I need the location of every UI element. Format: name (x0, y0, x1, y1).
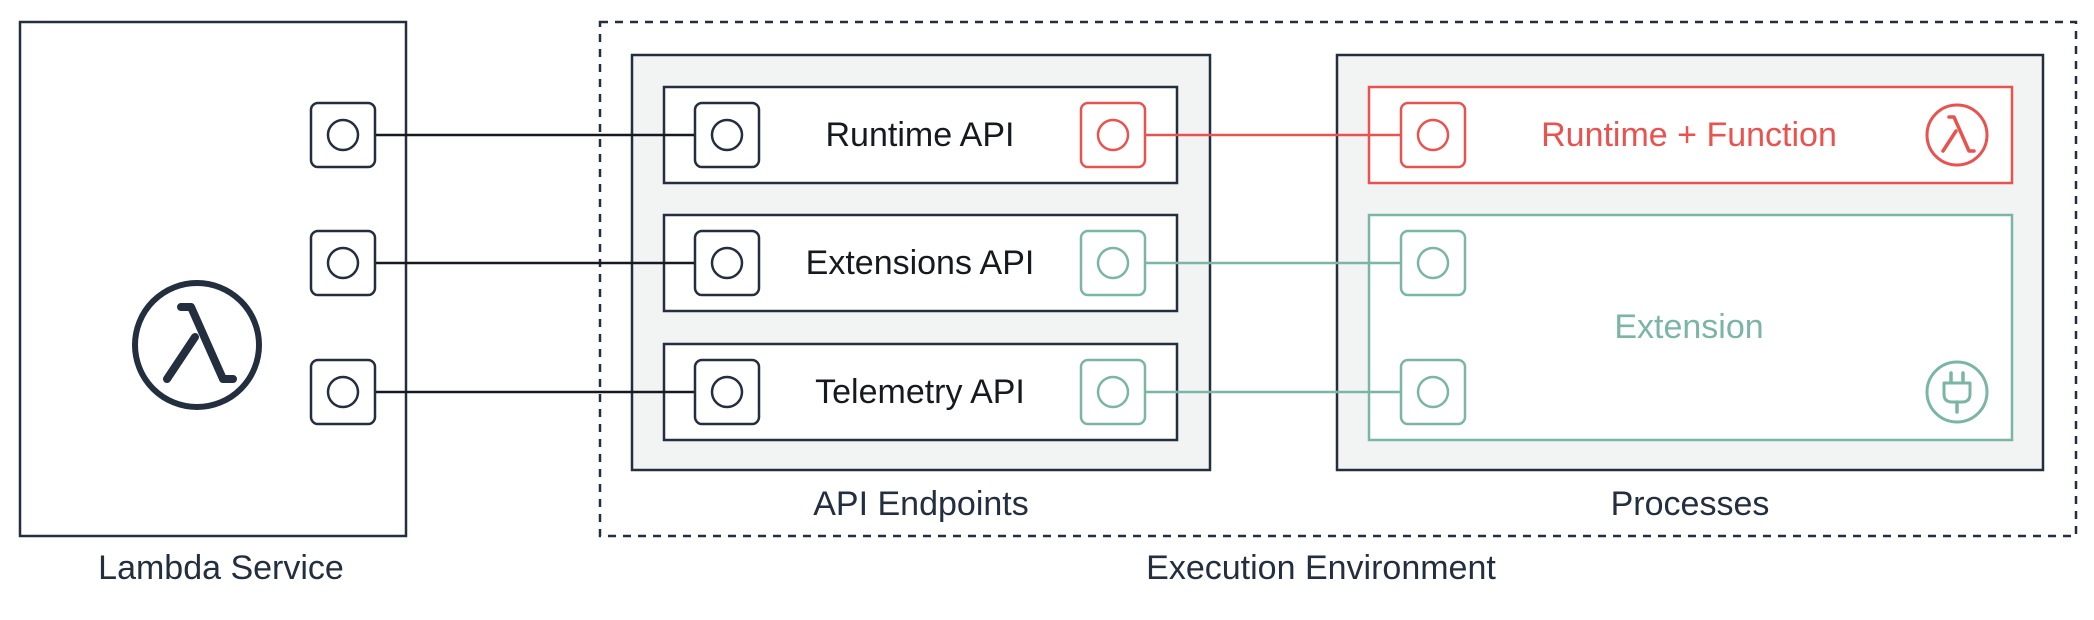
lambda-icon (1925, 103, 1989, 167)
api-endpoints-caption: API Endpoints (813, 485, 1029, 523)
extension-port-extensions (1399, 229, 1467, 297)
service-port-telemetry (309, 358, 377, 426)
runtime-function-label: Runtime + Function (1541, 116, 1837, 154)
extensions-api-inbound-port (693, 229, 761, 297)
lambda-icon (132, 280, 262, 410)
runtime-api-inbound-port (693, 101, 761, 169)
extension-box (1367, 213, 2014, 442)
plug-icon (1925, 360, 1989, 424)
extensions-api-label: Extensions API (805, 244, 1035, 282)
runtime-api-label: Runtime API (825, 116, 1015, 154)
connector-lines (343, 133, 1433, 394)
extension-label: Extension (1614, 308, 1764, 346)
service-port-runtime (309, 101, 377, 169)
runtime-api-outbound-port (1079, 101, 1147, 169)
extension-port-telemetry (1399, 358, 1467, 426)
extensions-api-outbound-port (1079, 229, 1147, 297)
service-port-extensions (309, 229, 377, 297)
runtime-function-port (1399, 101, 1467, 169)
telemetry-api-outbound-port (1079, 358, 1147, 426)
processes-caption: Processes (1610, 485, 1770, 523)
lambda-service-caption: Lambda Service (98, 549, 344, 587)
telemetry-api-label: Telemetry API (815, 373, 1025, 411)
execution-environment-caption: Execution Environment (1146, 549, 1496, 587)
telemetry-api-inbound-port (693, 358, 761, 426)
execution-environment-box (598, 20, 2078, 538)
runtime-function-box (1367, 85, 2014, 185)
